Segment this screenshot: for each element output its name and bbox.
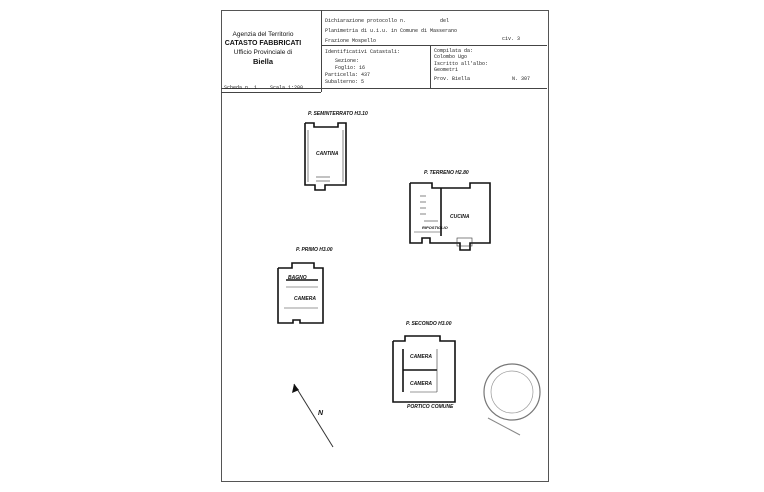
- terreno-label: P. TERRENO H2.80: [424, 170, 469, 176]
- albo-number: N. 307: [512, 76, 531, 82]
- secondo-plan: [392, 335, 456, 403]
- ufficio-label: Ufficio Provinciale di: [233, 49, 293, 56]
- identificativi-title: Identificativi Catastali:: [325, 49, 401, 55]
- ident-divider: [430, 45, 431, 88]
- seminterrato-plan: [304, 122, 347, 191]
- professional-stamp: [483, 363, 541, 436]
- particella-text: Particella: 437: [325, 72, 371, 78]
- camera-primo-room-label: CAMERA: [294, 296, 316, 302]
- compilata-text: Compilata da:: [434, 48, 474, 54]
- bagno-room-label: BAGNO: [288, 275, 307, 281]
- north-label: N: [318, 410, 324, 417]
- primo-label: P. PRIMO H3.00: [296, 247, 333, 253]
- seminterrato-label: P. SEMINTERRATO H3.10: [308, 111, 368, 117]
- header-divider: [321, 10, 322, 92]
- scheda-line: [221, 92, 321, 93]
- dichiarazione-text: Dichiarazione protocollo n.: [325, 18, 407, 24]
- ripostiglio-room-label: RIPOSTIGLIO: [422, 225, 448, 230]
- planimetria-text: Planimetria di u.i.u. in Comune di Masse…: [325, 28, 458, 34]
- foglio-text: Foglio: 16: [335, 65, 366, 71]
- frazione-text: Frazione Mospello: [325, 38, 377, 44]
- albo-text: Geometri: [434, 67, 459, 73]
- title-divider: [321, 45, 547, 46]
- scala-text: Scala 1:200: [270, 85, 304, 91]
- camera-2-room-label: CAMERA: [410, 381, 432, 387]
- terreno-plan: [409, 182, 491, 251]
- sezione-text: Sezione:: [335, 58, 360, 64]
- portico-label: PORTICO COMUNE: [407, 404, 454, 410]
- iscritto-text: Iscritto all'albo:: [434, 61, 489, 67]
- floor-plan-sheet: [221, 10, 549, 482]
- camera-1-room-label: CAMERA: [410, 354, 432, 360]
- del-text: del: [440, 18, 450, 24]
- header-bottom-line: [221, 88, 547, 89]
- city-name: Biella: [252, 57, 273, 66]
- north-arrow: [292, 383, 334, 448]
- cantina-room-label: CANTINA: [316, 151, 339, 157]
- primo-plan: [277, 262, 324, 324]
- secondo-label: P. SECONDO H3.00: [406, 321, 452, 327]
- agency-name: Agenzia del Territorio: [232, 31, 294, 38]
- subalterno-text: Subalterno: 5: [325, 79, 365, 85]
- civico-text: civ. 3: [502, 36, 521, 42]
- scheda-number: Scheda n. 1: [224, 85, 258, 91]
- cucina-room-label: CUCINA: [450, 214, 470, 220]
- provincia-text: Prov. Biella: [434, 76, 471, 82]
- catasto-title: CATASTO FABBRICATI: [224, 40, 302, 47]
- compilatore-name: Colombo Ugo: [434, 54, 468, 60]
